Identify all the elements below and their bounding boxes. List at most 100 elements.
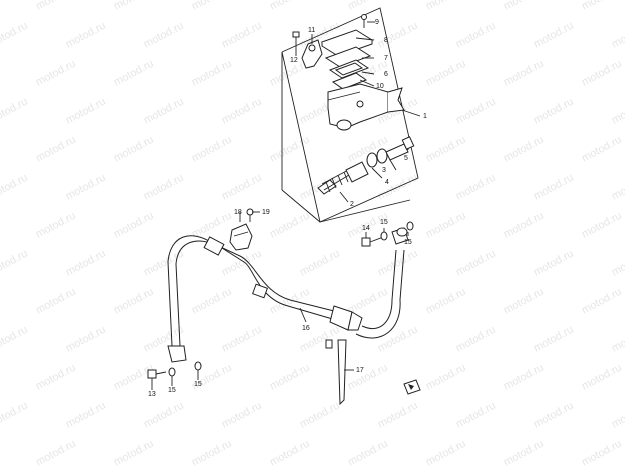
watermark-text: motod.ru bbox=[580, 134, 624, 165]
watermark-text: motod.ru bbox=[532, 400, 576, 431]
watermark-text: motod.ru bbox=[298, 400, 342, 431]
watermark-text: motod.ru bbox=[190, 438, 234, 468]
union-bolt-lower bbox=[147, 369, 167, 379]
callout-16: 16 bbox=[302, 325, 310, 332]
callout-9: 9 bbox=[375, 19, 379, 26]
watermark-text: motod.ru bbox=[610, 400, 625, 431]
watermark-text: motod.ru bbox=[580, 438, 624, 468]
callout-8: 8 bbox=[384, 37, 388, 44]
watermark-text: motod.ru bbox=[424, 286, 468, 317]
watermark-text: motod.ru bbox=[34, 134, 78, 165]
watermark-text: motod.ru bbox=[454, 172, 498, 203]
watermark-text: motod.ru bbox=[580, 58, 624, 89]
watermark-text: motod.ru bbox=[64, 324, 108, 355]
watermark-text: motod.ru bbox=[112, 134, 156, 165]
clutch-hose bbox=[167, 235, 363, 363]
mounting-clamp bbox=[301, 39, 323, 69]
watermark-text: motod.ru bbox=[424, 0, 468, 13]
watermark-text: motod.ru bbox=[610, 248, 625, 279]
watermark-text: motod.ru bbox=[268, 286, 312, 317]
watermark-text: motod.ru bbox=[64, 248, 108, 279]
watermark-text: motod.ru bbox=[502, 362, 546, 393]
watermark-text: motod.ru bbox=[454, 400, 498, 431]
front-direction-arrow-icon bbox=[403, 379, 421, 395]
clamp-screw bbox=[292, 31, 300, 52]
watermark-text: motod.ru bbox=[424, 438, 468, 468]
watermark-text: motod.ru bbox=[268, 438, 312, 468]
callout-15-lower: 15 bbox=[168, 387, 176, 394]
piston-assembly bbox=[317, 136, 415, 195]
watermark-text: motod.ru bbox=[424, 58, 468, 89]
watermark-text: motod.ru bbox=[34, 0, 78, 13]
watermark-text: motod.ru bbox=[532, 96, 576, 127]
callout-15-lower-right: 15 bbox=[194, 381, 202, 388]
watermark-text: motod.ru bbox=[64, 400, 108, 431]
watermark-text: motod.ru bbox=[34, 210, 78, 241]
watermark-text: motod.ru bbox=[454, 20, 498, 51]
watermark-text: motod.ru bbox=[346, 362, 390, 393]
watermark-text: motod.ru bbox=[454, 324, 498, 355]
callout-11: 11 bbox=[308, 27, 315, 34]
hose-upper-section bbox=[355, 227, 409, 339]
callout-15-upper-right: 15 bbox=[404, 239, 412, 246]
callout-17: 17 bbox=[356, 367, 364, 374]
callout-labels: 1 2 3 4 5 6 7 8 9 10 11 12 13 14 15 15 1… bbox=[148, 19, 427, 398]
watermark-text: motod.ru bbox=[0, 400, 30, 431]
leader-lines bbox=[151, 21, 421, 390]
cap-screw bbox=[361, 14, 367, 28]
watermark-text: motod.ru bbox=[532, 324, 576, 355]
washer-lower-right bbox=[194, 361, 202, 371]
watermark-text: motod.ru bbox=[64, 96, 108, 127]
watermark-text: motod.ru bbox=[376, 20, 420, 51]
watermark-text: motod.ru bbox=[34, 362, 78, 393]
watermark-text: motod.ru bbox=[268, 210, 312, 241]
watermark-text: motod.ru bbox=[112, 210, 156, 241]
watermark-text: motod.ru bbox=[34, 286, 78, 317]
watermark-text: motod.ru bbox=[580, 362, 624, 393]
callout-3: 3 bbox=[382, 167, 386, 174]
watermark-text: motod.ru bbox=[502, 0, 546, 13]
watermark-text: motod.ru bbox=[532, 20, 576, 51]
watermark-text: motod.ru bbox=[0, 324, 30, 355]
clamp-bolt bbox=[246, 208, 254, 222]
watermark-text: motod.ru bbox=[610, 172, 625, 203]
watermark-text: motod.ru bbox=[220, 96, 264, 127]
watermark-text: motod.ru bbox=[610, 96, 625, 127]
watermark-text: motod.ru bbox=[454, 248, 498, 279]
diaphragm-plate bbox=[331, 72, 368, 90]
watermark-text: motod.ru bbox=[142, 400, 186, 431]
watermark-text: motod.ru bbox=[190, 286, 234, 317]
callout-14: 14 bbox=[362, 225, 370, 232]
callout-1: 1 bbox=[423, 113, 427, 120]
callout-2: 2 bbox=[350, 201, 354, 208]
cap-plate bbox=[324, 46, 372, 68]
watermark-text: motod.ru bbox=[64, 172, 108, 203]
watermark-text: motod.ru bbox=[580, 210, 624, 241]
watermark-text: motod.ru bbox=[64, 20, 108, 51]
washer-lower-left bbox=[168, 367, 176, 377]
watermark-text: motod.ru bbox=[112, 438, 156, 468]
watermark-text: motod.ru bbox=[0, 20, 30, 51]
watermark-text: motod.ru bbox=[502, 58, 546, 89]
watermark-text: motod.ru bbox=[190, 134, 234, 165]
watermark-text: motod.ru bbox=[190, 0, 234, 13]
callout-4: 4 bbox=[385, 179, 389, 186]
callout-6: 6 bbox=[384, 71, 388, 78]
callout-7: 7 bbox=[384, 55, 388, 62]
assembly-outline bbox=[281, 7, 419, 223]
watermark-text: motod.ru bbox=[268, 0, 312, 13]
watermark-text: motod.ru bbox=[502, 134, 546, 165]
callout-19: 19 bbox=[262, 209, 270, 216]
watermark-text: motod.ru bbox=[346, 0, 390, 13]
master-cylinder-body bbox=[327, 83, 405, 131]
washer-upper bbox=[380, 231, 388, 241]
watermark-text: motod.ru bbox=[424, 210, 468, 241]
watermark-text: motod.ru bbox=[532, 172, 576, 203]
watermark-text: motod.ru bbox=[220, 324, 264, 355]
diaphragm bbox=[328, 59, 370, 79]
hose-guide bbox=[325, 339, 347, 406]
callout-18: 18 bbox=[234, 209, 242, 216]
callout-15-upper-left: 15 bbox=[380, 219, 388, 226]
watermark-text: motod.ru bbox=[610, 324, 625, 355]
watermark-text: motod.ru bbox=[220, 20, 264, 51]
